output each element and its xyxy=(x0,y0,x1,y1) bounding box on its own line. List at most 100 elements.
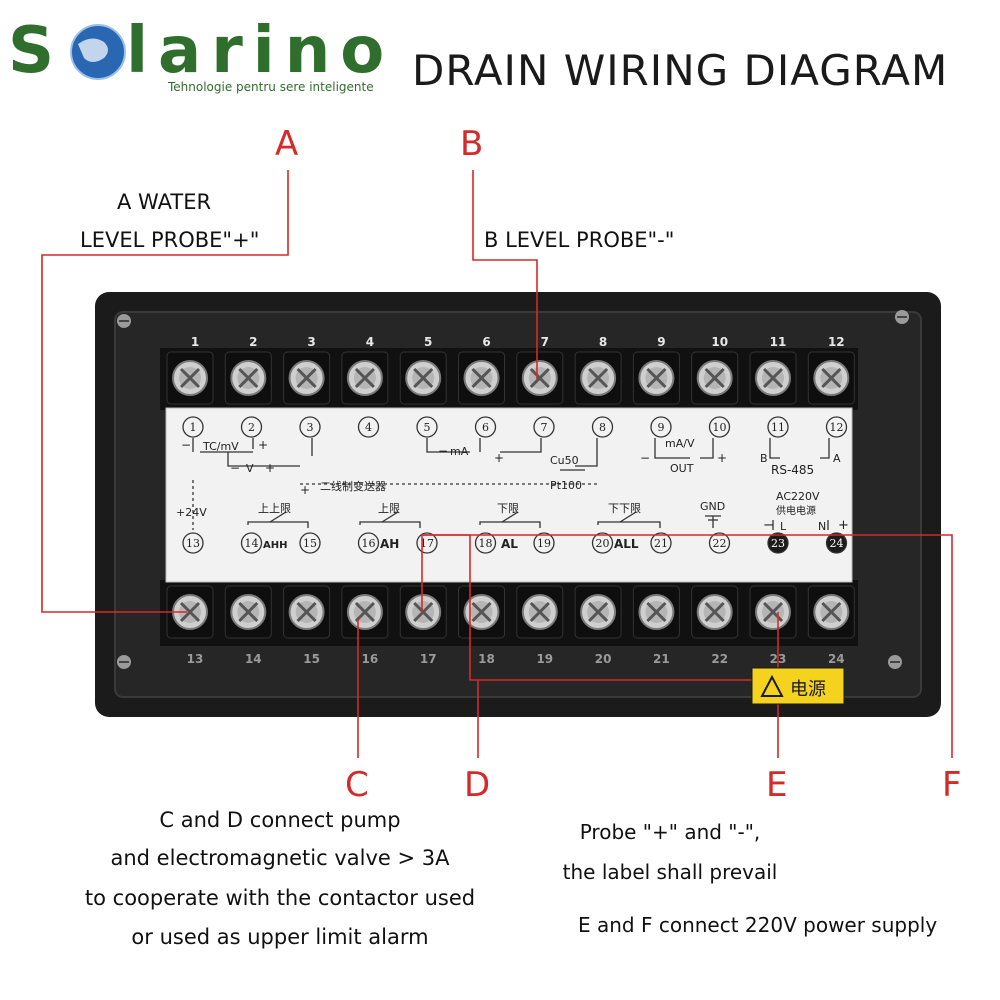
svg-text:10: 10 xyxy=(713,421,727,434)
panel-tc-mv: TC/mV xyxy=(202,440,239,453)
panel-rs485: RS-485 xyxy=(771,463,814,477)
panel-out: OUT xyxy=(670,462,694,475)
svg-text:18: 18 xyxy=(479,537,493,550)
svg-text:11: 11 xyxy=(771,421,785,434)
panel-ma-v: mA/V xyxy=(665,437,695,450)
callout-a-line2: LEVEL PROBE"+" xyxy=(80,228,260,252)
callout-letter-c: C xyxy=(345,765,369,805)
panel-bottom-circle-15: 15 xyxy=(299,532,321,554)
top-terminal-number-12: 12 xyxy=(828,335,845,349)
panel-bottom-circle-24: 24 xyxy=(825,532,848,554)
bottom-terminal-screw-20 xyxy=(574,585,622,639)
note-cd-line3: to cooperate with the contactor used xyxy=(84,886,476,910)
panel-ma: mA xyxy=(450,445,469,458)
panel-top-circle-8: 8 xyxy=(591,416,614,438)
bottom-terminal-screw-23 xyxy=(749,585,797,639)
bottom-terminal-screw-16 xyxy=(341,585,389,639)
panel-bottom-circle-22: 22 xyxy=(708,532,731,554)
svg-text:19: 19 xyxy=(537,537,551,550)
top-terminal-number-5: 5 xyxy=(424,335,432,349)
bottom-terminal-number-17: 17 xyxy=(420,652,437,666)
top-terminal-number-4: 4 xyxy=(366,335,374,349)
panel-ah: AH xyxy=(380,537,399,551)
terminal-label-panel xyxy=(165,407,853,583)
top-terminal-screw-11 xyxy=(749,351,797,405)
callout-letter-b: B xyxy=(460,124,484,164)
svg-text:6: 6 xyxy=(482,421,489,434)
top-terminal-screw-7 xyxy=(516,351,564,405)
panel-plus-n: + xyxy=(838,518,849,533)
top-terminal-screw-2 xyxy=(224,351,272,405)
callout-b-line1: B LEVEL PROBE"-" xyxy=(484,228,675,252)
panel-v: V xyxy=(246,462,254,475)
leader-a xyxy=(41,170,289,613)
panel-ac220v: AC220V xyxy=(776,490,820,503)
warning-triangle-icon xyxy=(760,674,784,697)
panel-bottom-circle-14: 14 xyxy=(240,532,263,554)
bottom-terminal-number-20: 20 xyxy=(595,652,612,666)
svg-text:9: 9 xyxy=(658,421,665,434)
globe-logo-icon xyxy=(70,24,126,80)
panel-bottom-circle-21: 21 xyxy=(650,532,672,554)
panel-ahh: AHH xyxy=(263,540,287,551)
svg-text:12: 12 xyxy=(830,421,844,434)
panel-minus-l: − xyxy=(763,518,774,533)
top-terminal-number-11: 11 xyxy=(770,335,787,349)
callout-letter-f: F xyxy=(942,765,962,805)
panel-power-supply-cn: 供电电源 xyxy=(776,504,816,517)
panel-top-circle-4: 4 xyxy=(357,416,380,438)
panel-plus-24v: +24V xyxy=(176,506,207,519)
bottom-terminal-number-15: 15 xyxy=(303,652,320,666)
svg-text:17: 17 xyxy=(420,537,434,550)
panel-top-circle-10: 10 xyxy=(708,416,731,438)
top-terminal-number-3: 3 xyxy=(307,335,315,349)
bottom-terminal-screw-21 xyxy=(632,585,680,639)
top-terminal-number-9: 9 xyxy=(657,335,665,349)
panel-top-circle-12: 12 xyxy=(825,416,848,438)
top-terminal-number-7: 7 xyxy=(541,335,549,349)
panel-bottom-circle-19: 19 xyxy=(533,532,555,554)
panel-bottom-circle-16: 16 xyxy=(357,532,380,554)
top-terminal-number-8: 8 xyxy=(599,335,607,349)
svg-text:15: 15 xyxy=(303,537,317,550)
bottom-terminal-screw-14 xyxy=(224,585,272,639)
bottom-terminal-number-13: 13 xyxy=(187,652,204,666)
logo-text-right: larino xyxy=(126,14,395,88)
bottom-terminal-number-19: 19 xyxy=(536,652,553,666)
bottom-terminal-number-14: 14 xyxy=(245,652,262,666)
svg-text:4: 4 xyxy=(365,421,372,434)
panel-gnd: GND xyxy=(700,500,725,513)
panel-l: L xyxy=(780,520,787,533)
panel-bottom-circle-18: 18 xyxy=(474,532,497,554)
bottom-terminal-number-22: 22 xyxy=(711,652,728,666)
bottom-terminal-number-24: 24 xyxy=(828,652,845,666)
logo-text-left: S xyxy=(8,14,65,88)
callout-letter-a: A xyxy=(275,124,299,164)
panel-top-circle-11: 11 xyxy=(767,416,789,438)
panel-two-wire-transmitter: 二线制变送器 xyxy=(320,479,386,493)
top-terminal-screw-12 xyxy=(807,351,855,405)
note-probe-line2: the label shall prevail xyxy=(562,860,778,884)
svg-text:5: 5 xyxy=(424,421,431,434)
top-terminal-number-1: 1 xyxy=(191,335,199,349)
panel-bottom-circle-13: 13 xyxy=(182,532,204,554)
warning-sticker-label: 电源 xyxy=(790,679,826,700)
note-cd-line2: and electromagnetic valve > 3A xyxy=(110,846,450,870)
svg-text:16: 16 xyxy=(362,537,376,550)
top-terminal-strip xyxy=(160,348,858,410)
panel-b: B xyxy=(760,452,768,465)
panel-a: A xyxy=(833,452,841,465)
top-terminal-number-6: 6 xyxy=(482,335,490,349)
svg-text:20: 20 xyxy=(596,537,610,550)
panel-plus-2: + xyxy=(258,438,268,452)
bottom-terminal-screw-24 xyxy=(807,585,855,639)
panel-al: AL xyxy=(501,537,518,551)
bottom-terminal-number-16: 16 xyxy=(362,652,379,666)
note-ef: E and F connect 220V power supply xyxy=(578,913,938,937)
leader-b xyxy=(472,170,538,380)
panel-top-circle-7: 7 xyxy=(533,416,555,438)
note-cd-line4: or used as upper limit alarm xyxy=(131,925,429,949)
